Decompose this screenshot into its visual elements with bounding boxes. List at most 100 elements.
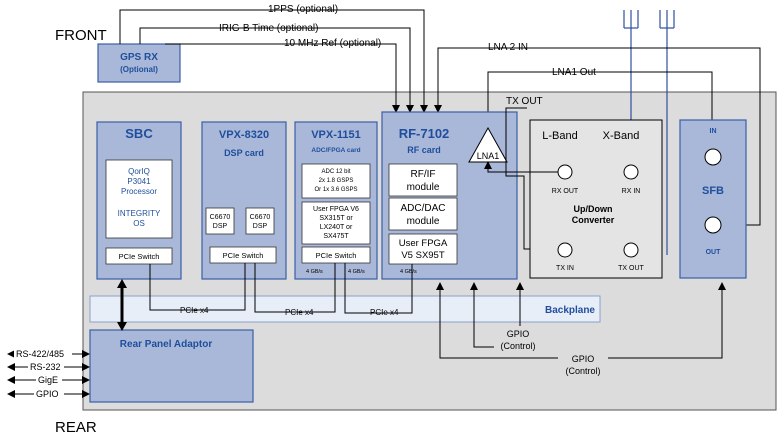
rf7102-title: RF-7102 (399, 126, 450, 141)
tx-path-line (505, 107, 556, 253)
pcie-label-2: PCIe x4 (285, 308, 314, 317)
lna1-label: LNA1 (477, 151, 500, 161)
fpga-v6-line-2: SX315T or (319, 215, 353, 222)
ref10-label: 10 MHz Ref (optional) (284, 38, 381, 49)
adcdac-line-2: module (407, 216, 440, 227)
txout-top-label: TX OUT (506, 96, 543, 107)
xband-label: X-Band (603, 130, 640, 142)
rear-panel-adaptor: Rear Panel Adaptor (89, 329, 254, 403)
converter-title-2: Converter (572, 215, 615, 225)
gpio2-label-a: GPIO (572, 354, 595, 364)
sfb-title: SFB (702, 185, 724, 197)
sbc-os-line-1: INTEGRITY (118, 209, 161, 218)
tx-out-label: TX OUT (618, 265, 644, 272)
rfif-line-2: module (407, 182, 440, 193)
sfb-in-label: IN (710, 128, 717, 135)
io-label-rs232: RS-232 (30, 362, 61, 372)
converter-title-1: Up/Down (574, 204, 613, 214)
dsp1-line-1: C6670 (210, 214, 231, 221)
gpio1-label-b: (Control) (500, 341, 535, 351)
sfb-in-port (704, 148, 722, 166)
backplane-label: Backplane (545, 305, 595, 316)
pcie-links (149, 263, 413, 314)
adc-line-3: Or 1x 3.6 GSPS (314, 187, 357, 193)
fpga-v6-line-1: User FPGA V6 (313, 206, 359, 213)
vpx8320-subtitle: DSP card (224, 148, 264, 158)
pcie-label-3: PCIe x4 (370, 308, 399, 317)
rpa-title: Rear Panel Adaptor (120, 339, 213, 350)
fpga-v6-line-3: LX240T or (320, 224, 353, 231)
fpga-v5-line-1: User FPGA (399, 238, 448, 249)
vpx1151-bw-1: 4 GB/s (306, 269, 323, 275)
rf7102-card: RF-7102 RF card RF/IF module ADC/DAC mod… (381, 111, 518, 280)
vpx8320-pcie-switch: PCIe Switch (223, 251, 264, 260)
io-label-gpio: GPIO (36, 389, 59, 399)
lna2-label: LNA 2 IN (488, 42, 528, 53)
tx-in-label: TX IN (556, 265, 574, 272)
rx-in-label: RX IN (622, 188, 641, 195)
io-label-gige: GigE (38, 375, 58, 385)
gpio2-label-b: (Control) (565, 366, 600, 376)
sbc-card: SBC QorIQ P3041 Processor INTEGRITY OS P… (96, 121, 182, 280)
vpx1151-pcie-switch: PCIe Switch (316, 251, 357, 260)
antenna-icon (659, 10, 675, 255)
vpx1151-title: VPX-1151 (311, 129, 361, 141)
vpx1151-subtitle: ADC/FPGA card (311, 147, 360, 154)
sfb-out-port (704, 216, 722, 234)
vpx8320-card: VPX-8320 DSP card C6670 DSP C6670 DSP PC… (201, 121, 287, 280)
sbc-title: SBC (125, 126, 153, 141)
sbc-pcie-switch: PCIe Switch (119, 252, 160, 261)
lna1out-label: LNA1 Out (552, 67, 596, 78)
lna2-in-line (434, 47, 761, 226)
io-label-rs422: RS-422/485 (16, 349, 64, 359)
lband-label: L-Band (542, 130, 577, 142)
rx-in-port (623, 164, 639, 180)
tx-out-port (623, 242, 639, 258)
gps-title: GPS RX (120, 52, 158, 63)
io-label-bg (36, 374, 62, 385)
vpx8320-title: VPX-8320 (219, 129, 269, 141)
gps-rx-box: GPS RX (Optional) (97, 43, 181, 83)
updown-converter: L-Band X-Band RX OUT RX IN Up/Down Conve… (529, 119, 663, 279)
vpx1151-card: VPX-1151 ADC/FPGA card ADC 12 bit 2x 1.8… (294, 121, 378, 280)
adc-line-1: ADC 12 bit (321, 169, 350, 175)
adc-line-2: 2x 1.8 GSPS (319, 178, 354, 184)
fpga-v6-line-4: SX475T (323, 233, 349, 240)
vpx1151-bw-2: 4 GB/s (348, 269, 365, 275)
rx-out-line (484, 161, 558, 173)
dsp1-line-2: DSP (213, 223, 228, 230)
adcdac-line-1: ADC/DAC (400, 203, 445, 214)
gpio2-label-bg (558, 352, 608, 378)
io-label-bg (14, 348, 72, 359)
rear-label: REAR (55, 419, 97, 436)
rx-out-label: RX OUT (552, 188, 579, 195)
sbc-proc-line-2: P3041 (127, 177, 151, 186)
sbc-rpa-arrow-up (117, 279, 127, 288)
sbc-proc-line-1: QorIQ (128, 167, 150, 176)
sbc-os-line-2: OS (133, 219, 145, 228)
pps-label: 1PPS (optional) (268, 4, 338, 15)
rf7102-bw: 4 GB/s (400, 269, 417, 275)
sfb-card: IN SFB OUT (679, 119, 747, 279)
gpio1-label-a: GPIO (507, 329, 530, 339)
irig-label: IRIG-B Time (optional) (219, 23, 318, 34)
dsp2-line-1: C6670 (250, 214, 271, 221)
dsp2-line-2: DSP (253, 223, 268, 230)
rx-out-port (557, 164, 573, 180)
io-label-bg (28, 361, 64, 372)
pcie-label-1: PCIe x4 (180, 306, 209, 315)
gps-subtitle: (Optional) (120, 65, 158, 74)
rfif-line-1: RF/IF (411, 169, 436, 180)
gpio1-label-bg (494, 326, 542, 352)
lna1-out-line (487, 71, 716, 149)
fpga-v5-line-2: V5 SX95T (401, 250, 444, 261)
rf7102-subtitle: RF card (407, 145, 441, 155)
sfb-out-label: OUT (706, 249, 722, 256)
io-label-bg (34, 388, 64, 399)
sbc-rpa-arrow-down (117, 322, 127, 331)
tx-in-port (557, 242, 573, 258)
sbc-proc-line-3: Processor (121, 187, 157, 196)
timing-signal-lines (119, 9, 428, 113)
front-label: FRONT (55, 27, 107, 44)
